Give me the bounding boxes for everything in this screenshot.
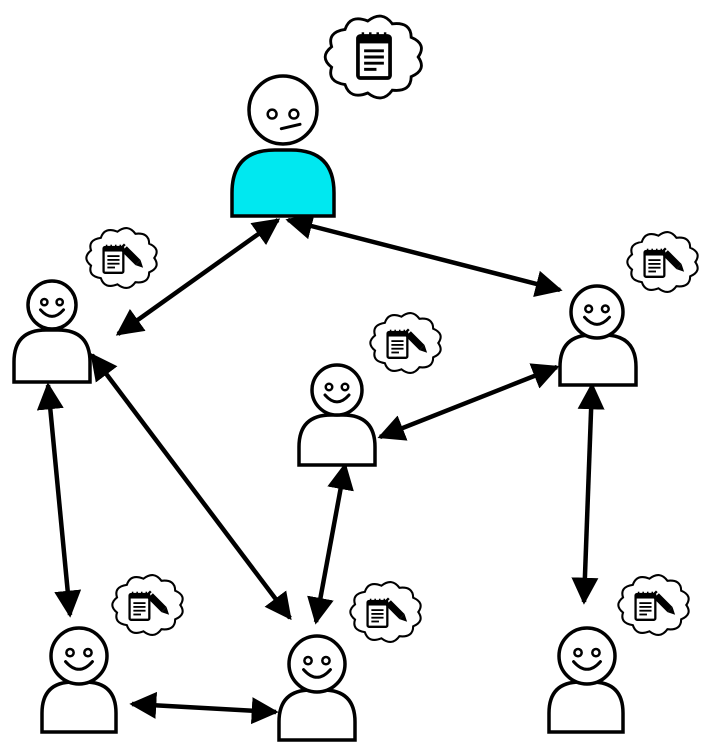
person-body — [547, 680, 625, 734]
person-body — [230, 148, 336, 218]
thought-cloud — [111, 574, 184, 636]
person-head — [287, 634, 347, 694]
eye-icon — [340, 382, 350, 392]
arrow-central-to-right-upper — [285, 212, 563, 298]
smile-mouth — [323, 393, 351, 404]
eye-icon — [55, 297, 65, 307]
person-right-upper — [558, 284, 638, 387]
thought-cloud — [626, 231, 699, 293]
eye-icon — [39, 297, 49, 307]
person-head — [26, 279, 78, 331]
notepad-icon — [634, 591, 657, 621]
arrow-right-upper-to-middle — [377, 363, 560, 441]
person-body — [12, 328, 92, 384]
person-body — [277, 688, 357, 742]
eye-icon — [600, 304, 610, 314]
pencil-icon — [382, 597, 408, 622]
links-group — [36, 212, 605, 725]
smile-mouth — [38, 308, 66, 318]
neutral-mouth — [279, 122, 302, 131]
notepad-icon — [128, 591, 151, 621]
eye-icon — [83, 647, 93, 658]
person-head — [310, 363, 364, 417]
arrow-middle-to-bottom-middle — [307, 462, 354, 625]
person-head — [557, 626, 617, 686]
eye-icon — [266, 108, 278, 120]
arrow-central-to-left-upper — [115, 218, 281, 336]
person-head — [569, 284, 625, 340]
arrow-left-upper-to-bottom-left — [36, 382, 82, 618]
eye-icon — [584, 304, 594, 314]
smile-mouth — [64, 660, 94, 671]
eye-icon — [573, 647, 583, 658]
thought-cloud — [349, 581, 422, 643]
pencil-icon — [650, 590, 676, 615]
person-head — [49, 626, 109, 686]
person-body — [40, 680, 118, 734]
person-head — [247, 74, 319, 146]
smile-mouth — [583, 315, 611, 326]
arrow-left-upper-to-bottom-middle — [90, 352, 292, 621]
thought-cloud — [85, 227, 158, 289]
person-bottom-middle — [277, 634, 357, 742]
notepad-icon — [386, 329, 409, 359]
smile-mouth — [572, 660, 602, 671]
person-middle — [297, 363, 377, 467]
eye-icon — [591, 647, 601, 658]
pencil-icon — [402, 328, 428, 353]
notepad-icon — [366, 598, 389, 628]
eye-icon — [321, 655, 331, 666]
notepad-icon — [643, 248, 666, 278]
person-bottom-right — [547, 626, 625, 734]
thought-cloud — [617, 574, 690, 636]
arrow-right-upper-to-bottom-right — [571, 382, 605, 605]
eye-icon — [324, 382, 334, 392]
person-body — [297, 413, 377, 467]
person-body — [558, 333, 638, 387]
person-left-upper — [12, 279, 92, 384]
person-central — [230, 74, 336, 218]
thought-cloud — [369, 312, 442, 374]
eye-icon — [65, 647, 75, 658]
notepad-icon — [356, 32, 392, 80]
thought-cloud — [323, 14, 423, 100]
eye-icon — [303, 655, 313, 666]
eye-icon — [288, 108, 300, 120]
person-bottom-left — [40, 626, 118, 734]
smile-mouth — [302, 668, 332, 679]
notepad-icon — [102, 244, 125, 274]
arrow-bottom-left-to-bottom-middle — [129, 691, 279, 725]
